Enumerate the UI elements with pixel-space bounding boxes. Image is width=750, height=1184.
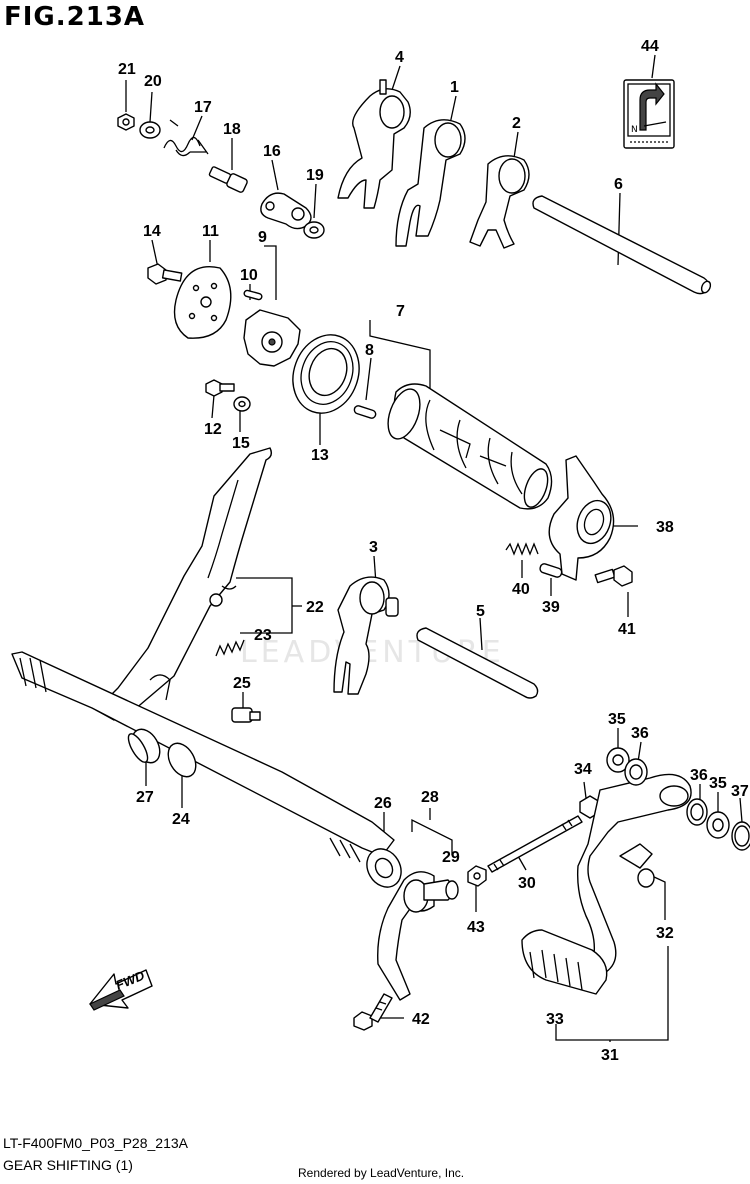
part-number-4: 4 — [395, 49, 404, 66]
part-number-23: 23 — [254, 627, 272, 644]
bolt-43 — [594, 565, 633, 587]
fwd-arrow: FWD — [89, 968, 153, 1011]
part-number-24: 24 — [172, 811, 190, 828]
part-number-33: 33 — [546, 1011, 564, 1028]
washer-36b — [686, 798, 708, 826]
shift-fork-2 — [469, 155, 530, 249]
nut-38 — [467, 865, 487, 887]
part-number-3: 3 — [369, 539, 378, 556]
pin-8 — [353, 405, 377, 419]
part-number-15: 15 — [232, 435, 250, 452]
label-44-mark: N — [631, 125, 638, 135]
gearshift-shaft-24 — [11, 651, 395, 863]
part-number-13: 13 — [311, 447, 329, 464]
part-number-20: 20 — [144, 73, 162, 90]
bolt-25 — [231, 707, 261, 723]
diagram-caption: GEAR SHIFTING (1) — [3, 1157, 133, 1173]
stud-bolt-18 — [208, 166, 248, 193]
gearshift-lever-28 — [377, 871, 435, 1001]
part-number-29: 29 — [442, 849, 460, 866]
washer-19 — [303, 221, 325, 239]
arm-16 — [260, 192, 312, 230]
part-number-11: 11 — [202, 223, 219, 240]
cam-plate-11 — [173, 266, 232, 339]
part-number-44: 44 — [641, 38, 659, 55]
part-number-8: 8 — [365, 342, 374, 359]
part-number-21: 21 — [118, 61, 136, 78]
part-number-18: 18 — [223, 121, 241, 138]
shift-fork-1 — [395, 119, 466, 247]
part-number-14: 14 — [143, 223, 161, 240]
footer-credit: Rendered by LeadVenture, Inc. — [298, 1166, 465, 1180]
part-number-12: 12 — [204, 421, 222, 438]
gearshift-pedal-31 — [565, 773, 692, 979]
part-number-1: 1 — [450, 79, 459, 96]
shift-fork-4 — [337, 79, 411, 209]
bolt-37 — [353, 993, 393, 1031]
washer-36a — [624, 758, 648, 786]
part-number-16: 16 — [263, 143, 281, 160]
stopper-star-9 — [243, 309, 301, 367]
part-number-39: 37 — [731, 783, 749, 800]
part-number-42: 40 — [512, 581, 530, 598]
rubber-pedal-33 — [521, 929, 608, 995]
diagram-code: LT-F400FM0_P03_P28_213A — [3, 1135, 188, 1151]
bolt-14 — [147, 263, 183, 285]
part-number-31: 31 — [601, 1047, 619, 1064]
ring-39 — [731, 821, 750, 851]
part-number-17: 17 — [194, 99, 212, 116]
figure-title: FIG.213A — [4, 2, 146, 32]
washer-20 — [139, 121, 161, 139]
pin-10 — [243, 289, 263, 301]
part-number-26: 26 — [374, 795, 392, 812]
pin-41 — [539, 563, 563, 578]
spring-23 — [215, 639, 245, 657]
part-number-41: 39 — [542, 599, 560, 616]
shift-fork-3 — [333, 576, 399, 695]
part-numbers: 21 20 17 18 16 19 14 11 9 10 12 15 13 8 … — [118, 38, 749, 1064]
part-number-27: 27 — [136, 789, 154, 806]
part-number-28: 28 — [421, 789, 439, 806]
joint-29 — [423, 879, 459, 901]
part-number-37: 42 — [412, 1011, 430, 1028]
part-number-25: 25 — [233, 675, 251, 692]
part-number-9: 9 — [258, 229, 267, 246]
bearing-13 — [292, 334, 360, 414]
part-number-22: 22 — [306, 599, 324, 616]
spring-42 — [505, 542, 539, 556]
nut-21 — [117, 113, 135, 131]
part-number-5: 5 — [476, 603, 485, 620]
shift-fork-shaft-6 — [532, 195, 712, 295]
part-number-40: 38 — [656, 519, 674, 536]
part-number-36-left: 36 — [631, 725, 649, 742]
washer-15 — [233, 396, 251, 412]
bolt-12 — [205, 379, 235, 397]
washer-35a — [606, 747, 630, 773]
shift-cam-drum-7 — [387, 383, 553, 510]
part-number-10: 10 — [240, 267, 258, 284]
part-number-36-right: 36 — [690, 767, 708, 784]
part-number-35-right: 35 — [709, 775, 727, 792]
part-number-7: 7 — [396, 303, 405, 320]
part-number-38: 43 — [467, 919, 485, 936]
gearshift-rod-30 — [487, 815, 583, 873]
part-number-43: 41 — [618, 621, 636, 638]
part-number-2: 2 — [512, 115, 521, 132]
cam-guide-40 — [548, 455, 615, 581]
part-number-34: 34 — [574, 761, 592, 778]
oil-seal-26 — [366, 848, 402, 888]
part-number-30: 30 — [518, 875, 536, 892]
shift-fork-shaft-5 — [416, 627, 539, 699]
label-44: N — [623, 79, 675, 149]
part-number-6: 6 — [614, 176, 623, 193]
part-number-32: 32 — [656, 925, 674, 942]
washer-35b — [706, 811, 730, 839]
part-number-19: 19 — [306, 167, 324, 184]
part-number-35-left: 35 — [608, 711, 626, 728]
oil-seal-27 — [127, 733, 149, 763]
spring-17 — [163, 119, 209, 157]
